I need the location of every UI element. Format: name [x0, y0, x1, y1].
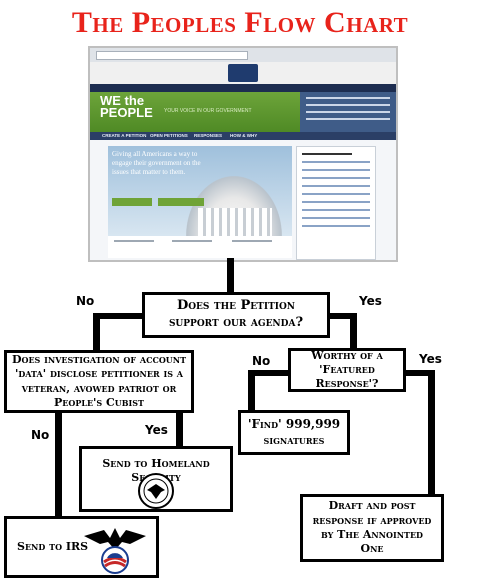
featured-responses-panel [296, 146, 376, 260]
view-petitions-button [112, 198, 152, 206]
irs-box: Send to IRS [4, 516, 159, 578]
petition-nav: CREATE A PETITION OPEN PETITIONS RESPONS… [90, 132, 396, 140]
chart-title: The Peoples Flow Chart [71, 6, 409, 39]
connector [176, 412, 183, 448]
connector [350, 313, 357, 350]
connector [404, 370, 434, 376]
connector [55, 412, 62, 518]
banner-side-panel [300, 92, 396, 132]
petition-site-screenshot: WE the PEOPLE YOUR VOICE IN OUR GOVERNME… [88, 46, 398, 262]
site-top-nav [90, 84, 396, 92]
eagle-obama-emblem-icon [84, 528, 146, 574]
banner-tagline: YOUR VOICE IN OUR GOVERNMENT [164, 108, 252, 114]
label-yes-featured: Yes [419, 352, 442, 366]
investigation-decision: Does investigation of account 'data' dis… [4, 350, 194, 413]
hero-text: Giving all Americans a way to engage the… [112, 150, 201, 176]
featured-response-decision: Worthy of a 'Featured Response'? [288, 348, 406, 392]
connector [428, 370, 435, 496]
we-the-people-logo: WE the PEOPLE [100, 93, 153, 120]
homeland-security-seal-icon [138, 473, 174, 509]
label-yes-agenda: Yes [359, 294, 382, 308]
label-no-investigation: No [31, 428, 50, 442]
columns-graphic [198, 208, 272, 236]
petition-agenda-decision: Does the Petition support our agenda? [142, 292, 330, 338]
connector [248, 370, 255, 412]
label-no-agenda: No [76, 294, 95, 308]
connector [328, 313, 356, 319]
label-no-featured: No [252, 354, 271, 368]
draft-response-box: Draft and post response if approved by T… [300, 494, 444, 562]
label-yes-investigation: Yes [145, 423, 168, 437]
start-petition-button [158, 198, 204, 206]
we-the-people-banner [90, 92, 300, 132]
white-house-seal-icon [228, 64, 258, 82]
steps-row [108, 236, 292, 258]
nav-create: CREATE A PETITION [102, 133, 147, 138]
find-signatures-box: 'Find' 999,999 signatures [238, 410, 350, 455]
address-bar [96, 51, 248, 60]
connector [227, 258, 234, 294]
nav-how: HOW & WHY [230, 133, 258, 138]
connector [93, 313, 145, 319]
connector [248, 370, 288, 376]
connector [93, 313, 100, 350]
nav-open: OPEN PETITIONS [150, 133, 188, 138]
nav-responses: RESPONSES [194, 133, 223, 138]
